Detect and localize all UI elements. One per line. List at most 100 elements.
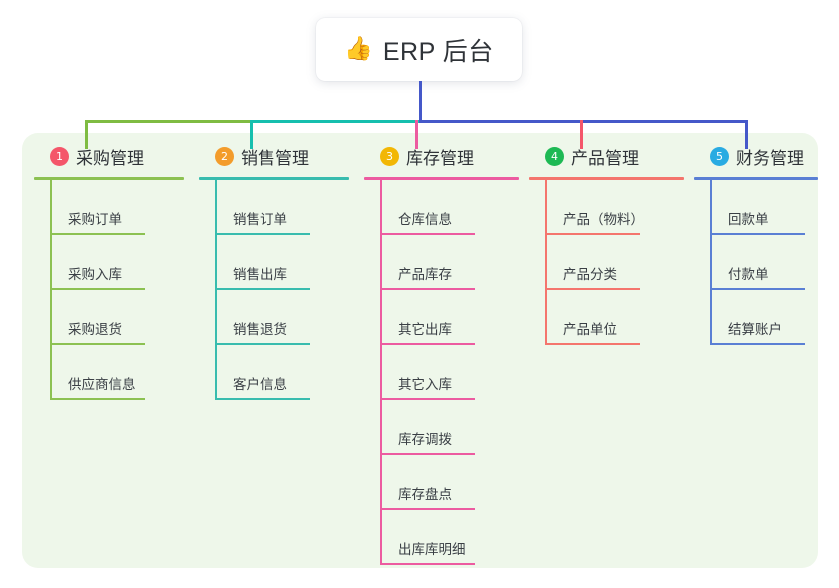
- leaf-node-underline: [215, 233, 310, 235]
- leaf-node[interactable]: 仓库信息: [380, 180, 519, 235]
- branch-spine-sales: [215, 180, 217, 400]
- leaf-node-underline: [50, 398, 145, 400]
- leaf-node-underline: [545, 233, 640, 235]
- branch-header-finance[interactable]: 5 财务管理: [694, 144, 818, 168]
- leaf-node-label: 结算账户: [728, 322, 782, 337]
- leaf-node[interactable]: 销售订单: [215, 180, 349, 235]
- leaf-node[interactable]: 供应商信息: [50, 345, 184, 400]
- leaf-node[interactable]: 库存盘点: [380, 455, 519, 510]
- branch-number-badge-product: 4: [545, 146, 564, 166]
- leaf-node-label: 产品（物料）: [563, 212, 644, 227]
- leaf-node-underline: [710, 233, 805, 235]
- branch-item-list-purchasing: 采购订单采购入库采购退货供应商信息: [50, 180, 184, 400]
- leaf-node-label: 客户信息: [233, 377, 287, 392]
- leaf-node[interactable]: 采购订单: [50, 180, 184, 235]
- leaf-node[interactable]: 采购入库: [50, 235, 184, 290]
- leaf-node-label: 产品库存: [398, 267, 452, 282]
- connector-segment-green: [85, 120, 250, 123]
- leaf-node-label: 产品单位: [563, 322, 617, 337]
- leaf-node-underline: [380, 288, 475, 290]
- leaf-node-label: 库存调拨: [398, 432, 452, 447]
- leaf-node[interactable]: 销售退货: [215, 290, 349, 345]
- leaf-node[interactable]: 结算账户: [710, 290, 818, 345]
- leaf-node-underline: [380, 453, 475, 455]
- branch-column-product: 4 产品管理产品（物料） 产品分类产品单位: [529, 144, 684, 345]
- leaf-node[interactable]: 销售出库: [215, 235, 349, 290]
- leaf-node[interactable]: 其它出库: [380, 290, 519, 345]
- branch-header-sales[interactable]: 2 销售管理: [199, 144, 349, 168]
- leaf-node-underline: [215, 343, 310, 345]
- leaf-node[interactable]: 产品单位: [545, 290, 684, 345]
- leaf-node[interactable]: 付款单: [710, 235, 818, 290]
- branch-item-list-sales: 销售订单销售出库销售退货客户信息: [215, 180, 349, 400]
- branch-underline-finance: [694, 177, 818, 180]
- leaf-node[interactable]: 产品（物料）: [545, 180, 684, 235]
- branch-underline-inventory: [364, 177, 519, 180]
- branch-column-finance: 5 财务管理回款单付款单结算账户: [694, 144, 818, 345]
- leaf-node[interactable]: 回款单: [710, 180, 818, 235]
- connector-drop-finance: [745, 120, 748, 149]
- branch-title-product: 产品管理: [571, 148, 639, 168]
- leaf-node-label: 出库库明细: [398, 542, 466, 557]
- branch-column-sales: 2 销售管理销售订单销售出库销售退货客户信息: [199, 144, 349, 400]
- branch-spine-purchasing: [50, 180, 52, 400]
- leaf-node-label: 其它出库: [398, 322, 452, 337]
- leaf-node-underline: [380, 508, 475, 510]
- leaf-node[interactable]: 采购退货: [50, 290, 184, 345]
- branch-spine-inventory: [380, 180, 382, 565]
- branch-number-badge-purchasing: 1: [50, 146, 69, 166]
- leaf-node-label: 供应商信息: [68, 377, 136, 392]
- leaf-node-underline: [215, 398, 310, 400]
- leaf-node-underline: [380, 233, 475, 235]
- leaf-node-underline: [380, 563, 475, 565]
- branch-number-badge-inventory: 3: [380, 146, 399, 166]
- connector-segment-teal: [250, 120, 419, 123]
- leaf-node-underline: [710, 343, 805, 345]
- branch-title-sales: 销售管理: [241, 148, 309, 168]
- leaf-node-underline: [545, 288, 640, 290]
- leaf-node[interactable]: 产品库存: [380, 235, 519, 290]
- root-node-label: ERP 后台: [382, 37, 494, 66]
- thumbs-up-icon: 👍: [344, 35, 373, 61]
- leaf-node[interactable]: 客户信息: [215, 345, 349, 400]
- leaf-node-label: 销售订单: [233, 212, 287, 227]
- leaf-node[interactable]: 出库库明细: [380, 510, 519, 565]
- leaf-node-underline: [380, 398, 475, 400]
- branch-spine-product: [545, 180, 547, 345]
- branch-spine-finance: [710, 180, 712, 345]
- leaf-node-label: 付款单: [728, 267, 769, 282]
- branch-underline-purchasing: [34, 177, 184, 180]
- branch-underline-product: [529, 177, 684, 180]
- diagram-background-panel: [22, 133, 818, 568]
- leaf-node-underline: [710, 288, 805, 290]
- leaf-node-underline: [50, 343, 145, 345]
- branch-item-list-inventory: 仓库信息产品库存其它出库其它入库库存调拨库存盘点出库库明细: [380, 180, 519, 565]
- leaf-node-label: 采购订单: [68, 212, 122, 227]
- branch-title-finance: 财务管理: [736, 148, 804, 168]
- root-stem: [419, 81, 422, 123]
- branch-item-list-product: 产品（物料） 产品分类产品单位: [545, 180, 684, 345]
- leaf-node-label: 库存盘点: [398, 487, 452, 502]
- branch-item-list-finance: 回款单付款单结算账户: [710, 180, 818, 345]
- root-node[interactable]: 👍 ERP 后台: [316, 18, 522, 81]
- leaf-node[interactable]: 产品分类: [545, 235, 684, 290]
- leaf-node-label: 产品分类: [563, 267, 617, 282]
- leaf-node-underline: [545, 343, 640, 345]
- leaf-node[interactable]: 库存调拨: [380, 400, 519, 455]
- connector-drop-purchasing: [85, 120, 88, 149]
- leaf-node-label: 回款单: [728, 212, 769, 227]
- branch-header-product[interactable]: 4 产品管理: [529, 144, 684, 168]
- leaf-node-label: 仓库信息: [398, 212, 452, 227]
- leaf-node-underline: [215, 288, 310, 290]
- leaf-node-label: 其它入库: [398, 377, 452, 392]
- branch-number-badge-sales: 2: [215, 146, 234, 166]
- leaf-node[interactable]: 其它入库: [380, 345, 519, 400]
- leaf-node-underline: [50, 233, 145, 235]
- branch-number-badge-finance: 5: [710, 146, 729, 166]
- connector-drop-product: [580, 120, 583, 149]
